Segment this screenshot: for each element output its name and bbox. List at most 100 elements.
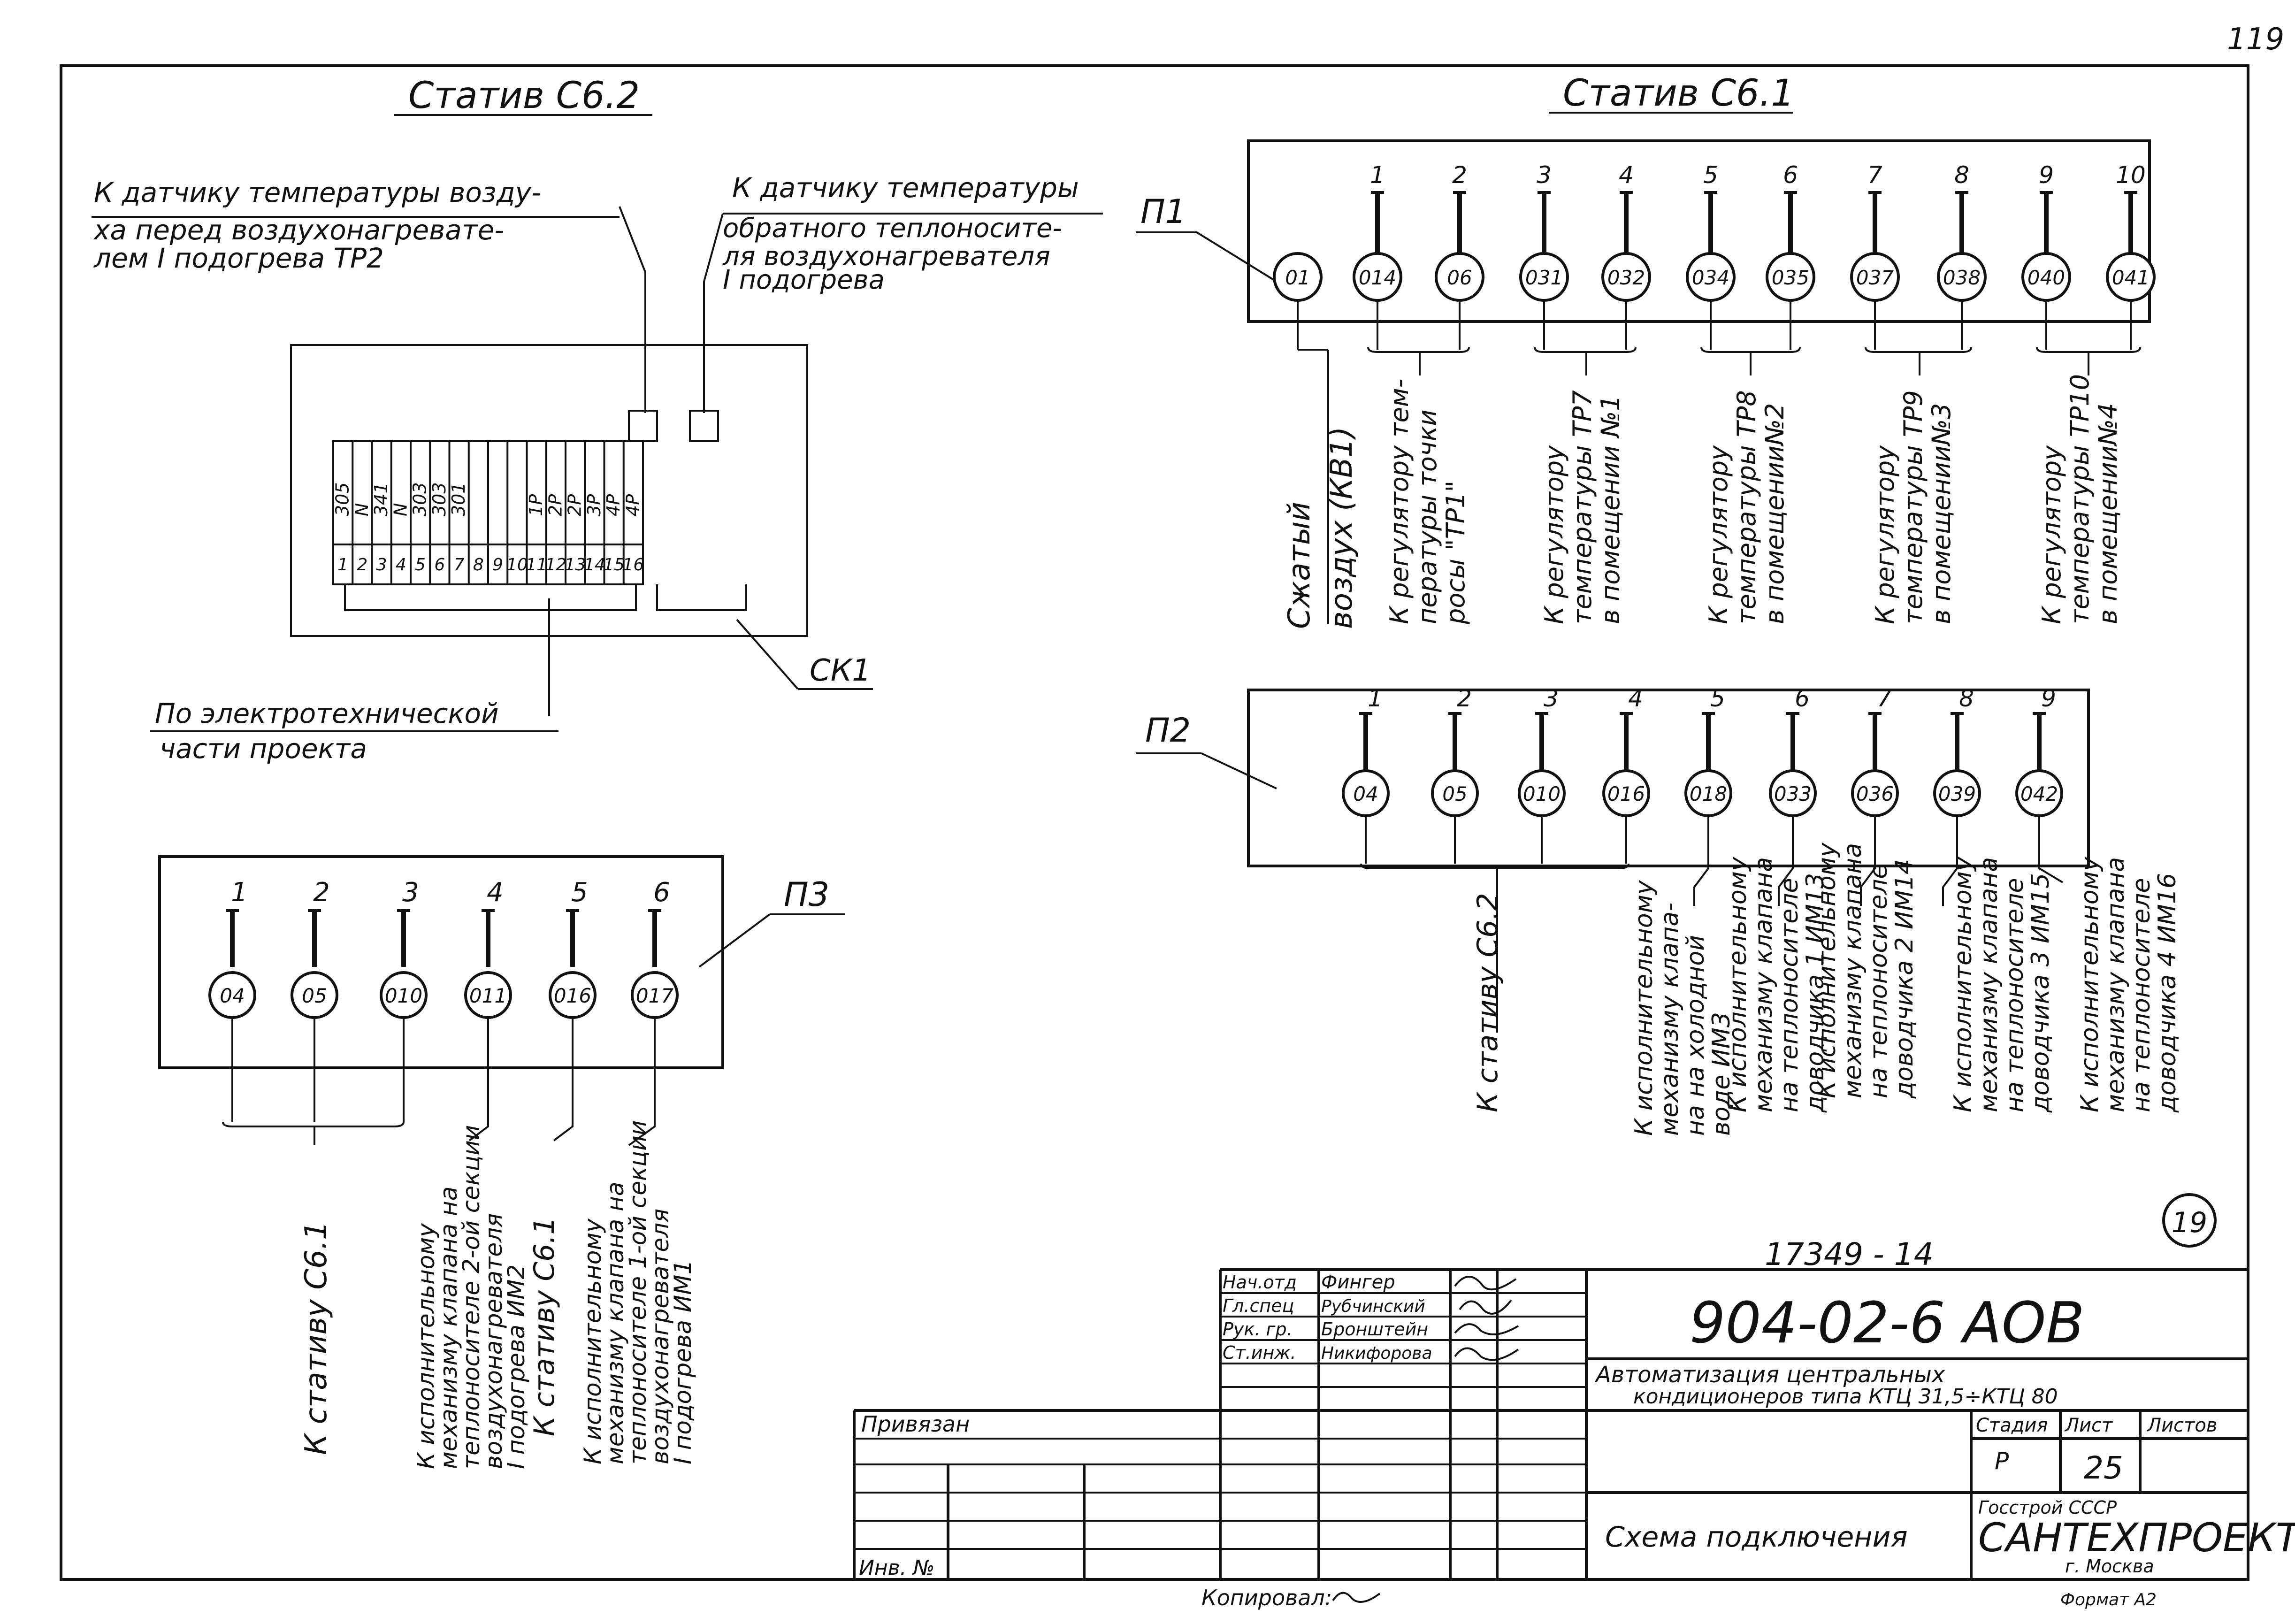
lead-temp-sensor-tp2: К датчику температуры возду- ха перед во…: [92, 176, 646, 413]
panel-p1-box: [1247, 139, 2151, 323]
svg-text:обратного теплоносите-: обратного теплоносите-: [723, 213, 1062, 244]
p3-desc-im2-line-2: механизму клапана на: [435, 1187, 462, 1469]
terminal-number: 1: [1368, 685, 1383, 712]
terminal-number: 2: [313, 877, 330, 908]
p3-desc-im1-line-3: теплоносителе 1-ой секции: [624, 1120, 651, 1464]
terminal-label: 010: [1523, 782, 1561, 805]
p3-desc-im2-line-4: воздухонагревателя: [480, 1213, 507, 1469]
p1-desc-tp8-line-3: в помещении№2: [1760, 403, 1790, 624]
terminal-label: 041: [2112, 266, 2150, 289]
p2-desc-im15-line-4: доводчика 3 ИМ15: [2027, 873, 2055, 1113]
wire-mark: 303: [429, 482, 450, 516]
terminal-number: 7: [1867, 161, 1882, 189]
terminal-label: 039: [1938, 782, 1976, 805]
sheets-label: Листов: [2146, 1415, 2217, 1436]
p2-desc-im16-line-1: К исполнительному: [2076, 856, 2104, 1112]
terminal-label: 036: [1856, 782, 1894, 805]
wire-mark: N: [390, 503, 411, 516]
svg-text:К датчику температуры возду-: К датчику температуры возду-: [94, 176, 541, 208]
svg-text:Гл.спец: Гл.спец: [1223, 1295, 1294, 1316]
terminal-number: 4: [1628, 685, 1643, 712]
terminal-number: 5: [1703, 161, 1718, 189]
terminal-label: 04: [220, 984, 245, 1007]
p1-desc-tp7-line-3: в помещении №1: [1596, 395, 1625, 624]
svg-text:I подогрева: I подогрева: [723, 265, 885, 295]
terminal-number: 3: [402, 877, 419, 908]
p1-desc-tp7-line-1: К регулятору: [1539, 445, 1569, 624]
p1-desc-tp9-line-1: К регулятору: [1870, 445, 1900, 624]
terminal-number: 3: [1537, 161, 1552, 189]
p2-desc-im14-line-2: механизму клапана: [1839, 843, 1867, 1098]
format-label: Формат А2: [2060, 1590, 2157, 1609]
svg-text:Бронштейн: Бронштейн: [1321, 1319, 1428, 1340]
p3-desc-c61-line-1: К стативу С6.1: [299, 1221, 334, 1455]
terminal-number: 8: [1954, 161, 1969, 189]
p1-desc-tp10-line-3: в помещении№4: [2093, 403, 2123, 624]
terminal-number: 4: [396, 555, 406, 575]
svg-text:19: 19: [2172, 1206, 2207, 1239]
terminal-label: 040: [2027, 266, 2065, 289]
p2-desc-im16-line-3: на теплоносителе: [2127, 878, 2156, 1112]
svg-text:Нач.отд: Нач.отд: [1223, 1272, 1297, 1293]
org-city: г. Москва: [2065, 1556, 2154, 1577]
terminal-number: 14: [584, 555, 605, 575]
terminal-number: 3: [1544, 685, 1559, 712]
p3-desc-im1-line-4: воздухонагревателя: [647, 1209, 674, 1464]
p2-group-label: К стативу С6.2: [1471, 893, 1504, 1112]
svg-text:части проекта: части проекта: [160, 733, 367, 765]
terminal-label: 038: [1943, 266, 1981, 289]
terminal-label: 033: [1774, 782, 1812, 805]
terminal-label: 01: [1285, 266, 1310, 289]
terminal-number: 1: [231, 877, 248, 908]
svg-text:ха перед воздухонагревате-: ха перед воздухонагревате-: [93, 214, 504, 246]
p2-desc-im15-line-3: на теплоносителе: [2001, 878, 2029, 1112]
stage-label: Стадия: [1976, 1415, 2048, 1436]
org-top: Госстрой СССР: [1978, 1497, 2117, 1518]
wire-mark: 2P: [565, 494, 585, 516]
rack-c62-title: Статив С6.2: [408, 75, 640, 117]
terminal-label: 06: [1447, 266, 1472, 289]
terminal-label: 034: [1692, 266, 1729, 289]
p1-desc-tp1-line-1: К регулятору тем-: [1385, 379, 1414, 624]
panel-p3-label: П3: [784, 875, 829, 914]
wire-mark: 4P: [622, 494, 643, 516]
p1-desc-tp9-line-3: в помещении№3: [1927, 403, 1956, 624]
svg-text:Фингер: Фингер: [1321, 1272, 1395, 1293]
terminal-number: 2: [357, 555, 367, 575]
p2-desc-im13-line-2: механизму клапана: [1750, 857, 1778, 1112]
org-name: САНТЕХПРОЕКТ: [1978, 1515, 2295, 1561]
terminal-number: 6: [1795, 685, 1810, 712]
electrotechnical-part-note: По электротехнической части проекта: [150, 598, 558, 765]
p2-desc-im3-line-4: воде ИМ3: [1707, 1012, 1736, 1136]
svg-text:Рук. гр.: Рук. гр.: [1223, 1319, 1293, 1340]
rack-c61-title: Статив С6.1: [1563, 72, 1794, 115]
terminal-label: 011: [469, 984, 507, 1007]
svg-text:К датчику температуры: К датчику температуры: [732, 172, 1079, 204]
inventory-label: Инв. №: [859, 1556, 934, 1580]
p2-desc-im13-line-1: К исполнительному: [1724, 856, 1752, 1112]
svg-text:Ст.инж.: Ст.инж.: [1223, 1342, 1296, 1363]
terminal-label: 010: [385, 984, 422, 1007]
terminal-box: [290, 344, 808, 637]
terminal-label: 014: [1359, 266, 1396, 289]
terminal-number: 13: [565, 555, 586, 575]
terminal-number: 9: [2041, 685, 2056, 712]
terminal-number: 6: [434, 555, 445, 575]
svg-text:ля воздухонагревателя: ля воздухонагревателя: [722, 241, 1050, 272]
terminal-number: 4: [1619, 161, 1634, 189]
terminal-number: 8: [1959, 685, 1974, 712]
p1-desc-tp1-line-3: росы "ТР1": [1441, 481, 1470, 625]
drawing-name: Схема подключения: [1605, 1521, 1908, 1554]
terminal-label: 05: [1442, 782, 1467, 805]
terminal-number: 10: [2116, 161, 2146, 189]
terminal-number: 7: [1877, 685, 1892, 712]
wire-mark: 305: [332, 482, 353, 516]
terminal-label: 016: [554, 984, 591, 1007]
terminal-label: 016: [1607, 782, 1645, 805]
p3-desc-im2-line-3: теплоносителе 2-ой секции: [458, 1125, 485, 1469]
terminal-number: 8: [473, 555, 484, 575]
wire-mark: 303: [410, 482, 430, 516]
